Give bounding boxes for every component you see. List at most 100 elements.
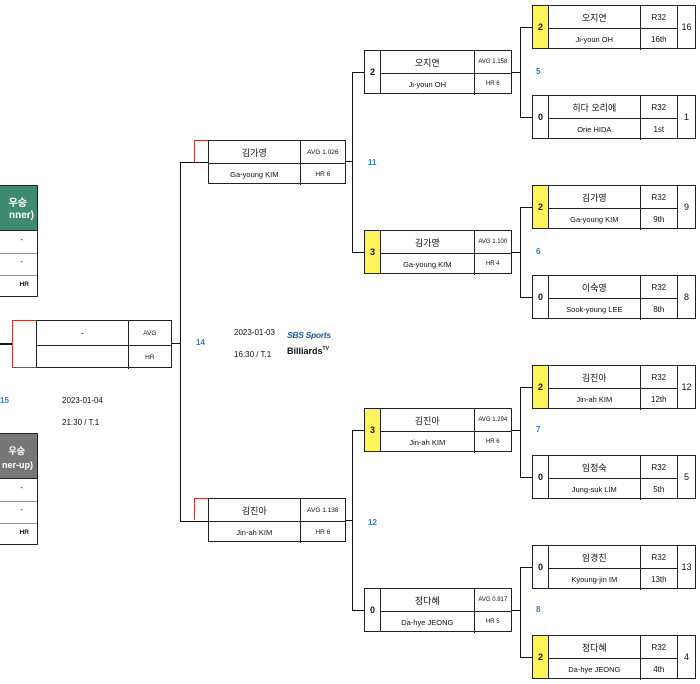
player-hr: HR 6 — [473, 431, 511, 453]
round-label: R32 — [639, 546, 677, 568]
r16-1-bottom-seed: 1 — [678, 95, 696, 139]
player-avg: AVG 1.158 — [473, 51, 511, 73]
player-name-en: Ji-youn OH — [408, 79, 447, 89]
r16-3-bottom-seed: 5 — [678, 455, 696, 499]
player-name-en: Da-hye JEONG — [568, 664, 621, 674]
final-avg: AVG — [127, 321, 171, 345]
semi-bottom-avg: AVG 1.138 — [299, 499, 345, 521]
player-name-ko: 김가영 — [581, 192, 607, 203]
player-name-ko: 김진아 — [581, 372, 607, 383]
r16-card-row: 임정숙 R32 — [549, 456, 677, 479]
player-hr: HR 4 — [473, 253, 511, 275]
r16-4-bottom-seed: 4 — [678, 635, 696, 679]
bracket-line — [520, 387, 532, 388]
bracket-line — [520, 567, 521, 657]
winner-row-2: - — [20, 257, 23, 266]
player-rank: 12th — [639, 388, 677, 410]
bracket-line — [520, 567, 532, 568]
qf2-match-number: 12 — [368, 518, 377, 527]
semi-top-avg: AVG 1.026 — [299, 141, 345, 163]
bracket-line — [520, 207, 521, 297]
semi-bottom-name-en: Jin-ah KIM — [236, 527, 273, 537]
tv-logo-text: TV — [322, 346, 329, 352]
player-hr: HR 6 — [473, 73, 511, 95]
r16-card-row: 히다 오리에 R32 — [549, 96, 677, 119]
final-time: 21:30 / T.1 — [62, 418, 100, 427]
r16-1-top-seed: 16 — [678, 5, 696, 49]
qf1-top-score: 2 — [364, 50, 380, 94]
round-label: R32 — [639, 456, 677, 478]
round-label: R32 — [639, 96, 677, 118]
player-name-en: Kyoung-jin IM — [571, 574, 618, 584]
semi-top-name-en: Ga-young KIM — [230, 169, 279, 179]
r16-card-row: 김진아 R32 — [549, 366, 677, 389]
player-name-en: Orie HIDA — [577, 124, 612, 134]
player-avg: AVG 1.294 — [473, 409, 511, 431]
r16-match-1-number: 5 — [536, 67, 541, 76]
qf1-match-number: 11 — [368, 158, 377, 167]
r16-3-bottom-score: 0 — [532, 455, 548, 499]
player-rank: 13th — [639, 568, 677, 590]
player-name-en: Ga-young KIM — [403, 259, 452, 269]
player-name-ko: 임정숙 — [581, 462, 607, 473]
r16-3-top-score: 2 — [532, 365, 548, 409]
r16-match-4-number: 8 — [536, 605, 541, 614]
player-avg: AVG 0.917 — [473, 589, 511, 611]
qf-card-row: Ga-young KIM HR 4 — [381, 253, 511, 275]
player-rank: 4th — [639, 658, 677, 680]
round-label: R32 — [639, 6, 677, 28]
final-match-number: 15 — [0, 396, 9, 405]
r16-match-3-number: 7 — [536, 425, 541, 434]
r16-2-top-seed: 9 — [678, 185, 696, 229]
bracket-line — [520, 387, 521, 477]
round-label: R32 — [639, 366, 677, 388]
runner-up-header: 우승 ner-up) — [0, 433, 38, 479]
runner-up-header-line2: ner-up) — [2, 460, 33, 470]
bracket-line — [512, 72, 520, 73]
r16-4-bottom-score: 2 — [532, 635, 548, 679]
sbs-sports-logo: SBS Sports — [287, 330, 331, 340]
winner-box: - - HR — [0, 231, 38, 297]
bracket-line — [520, 27, 521, 117]
qf-card-row: Ji-youn OH HR 6 — [381, 73, 511, 95]
billiards-tv-logo: BilliardsTV — [287, 346, 329, 356]
bracket-line — [520, 27, 532, 28]
player-rank: 5th — [639, 478, 677, 500]
player-rank: 1st — [639, 118, 677, 140]
player-name-ko: 김가영 — [414, 237, 440, 248]
bracket-line — [520, 657, 532, 658]
qf2-bottom-score: 0 — [364, 588, 380, 632]
round-label: R32 — [639, 636, 677, 658]
semi-time: 16:30 / T.1 — [234, 350, 272, 359]
semi-top-name-ko: 김가영 — [241, 147, 267, 158]
bracket-line — [520, 477, 532, 478]
semi-bottom-card: 김진아 AVG 1.138 Jin-ah KIM HR 6 — [208, 498, 346, 543]
player-name-en: Ji-youn OH — [575, 34, 614, 44]
bracket-line — [520, 207, 532, 208]
bracket-line — [520, 297, 532, 298]
player-name-en: Da-hye JEONG — [401, 617, 454, 627]
player-avg: AVG 1.100 — [473, 231, 511, 253]
runner-up-row-2: - — [20, 505, 23, 514]
winner-header: 우승 nner) — [0, 185, 38, 231]
semi-bottom-hr: HR 6 — [299, 521, 345, 543]
final-hr: HR — [127, 345, 171, 369]
player-name-ko: 히다 오리에 — [572, 102, 617, 113]
player-rank: 9th — [639, 208, 677, 230]
